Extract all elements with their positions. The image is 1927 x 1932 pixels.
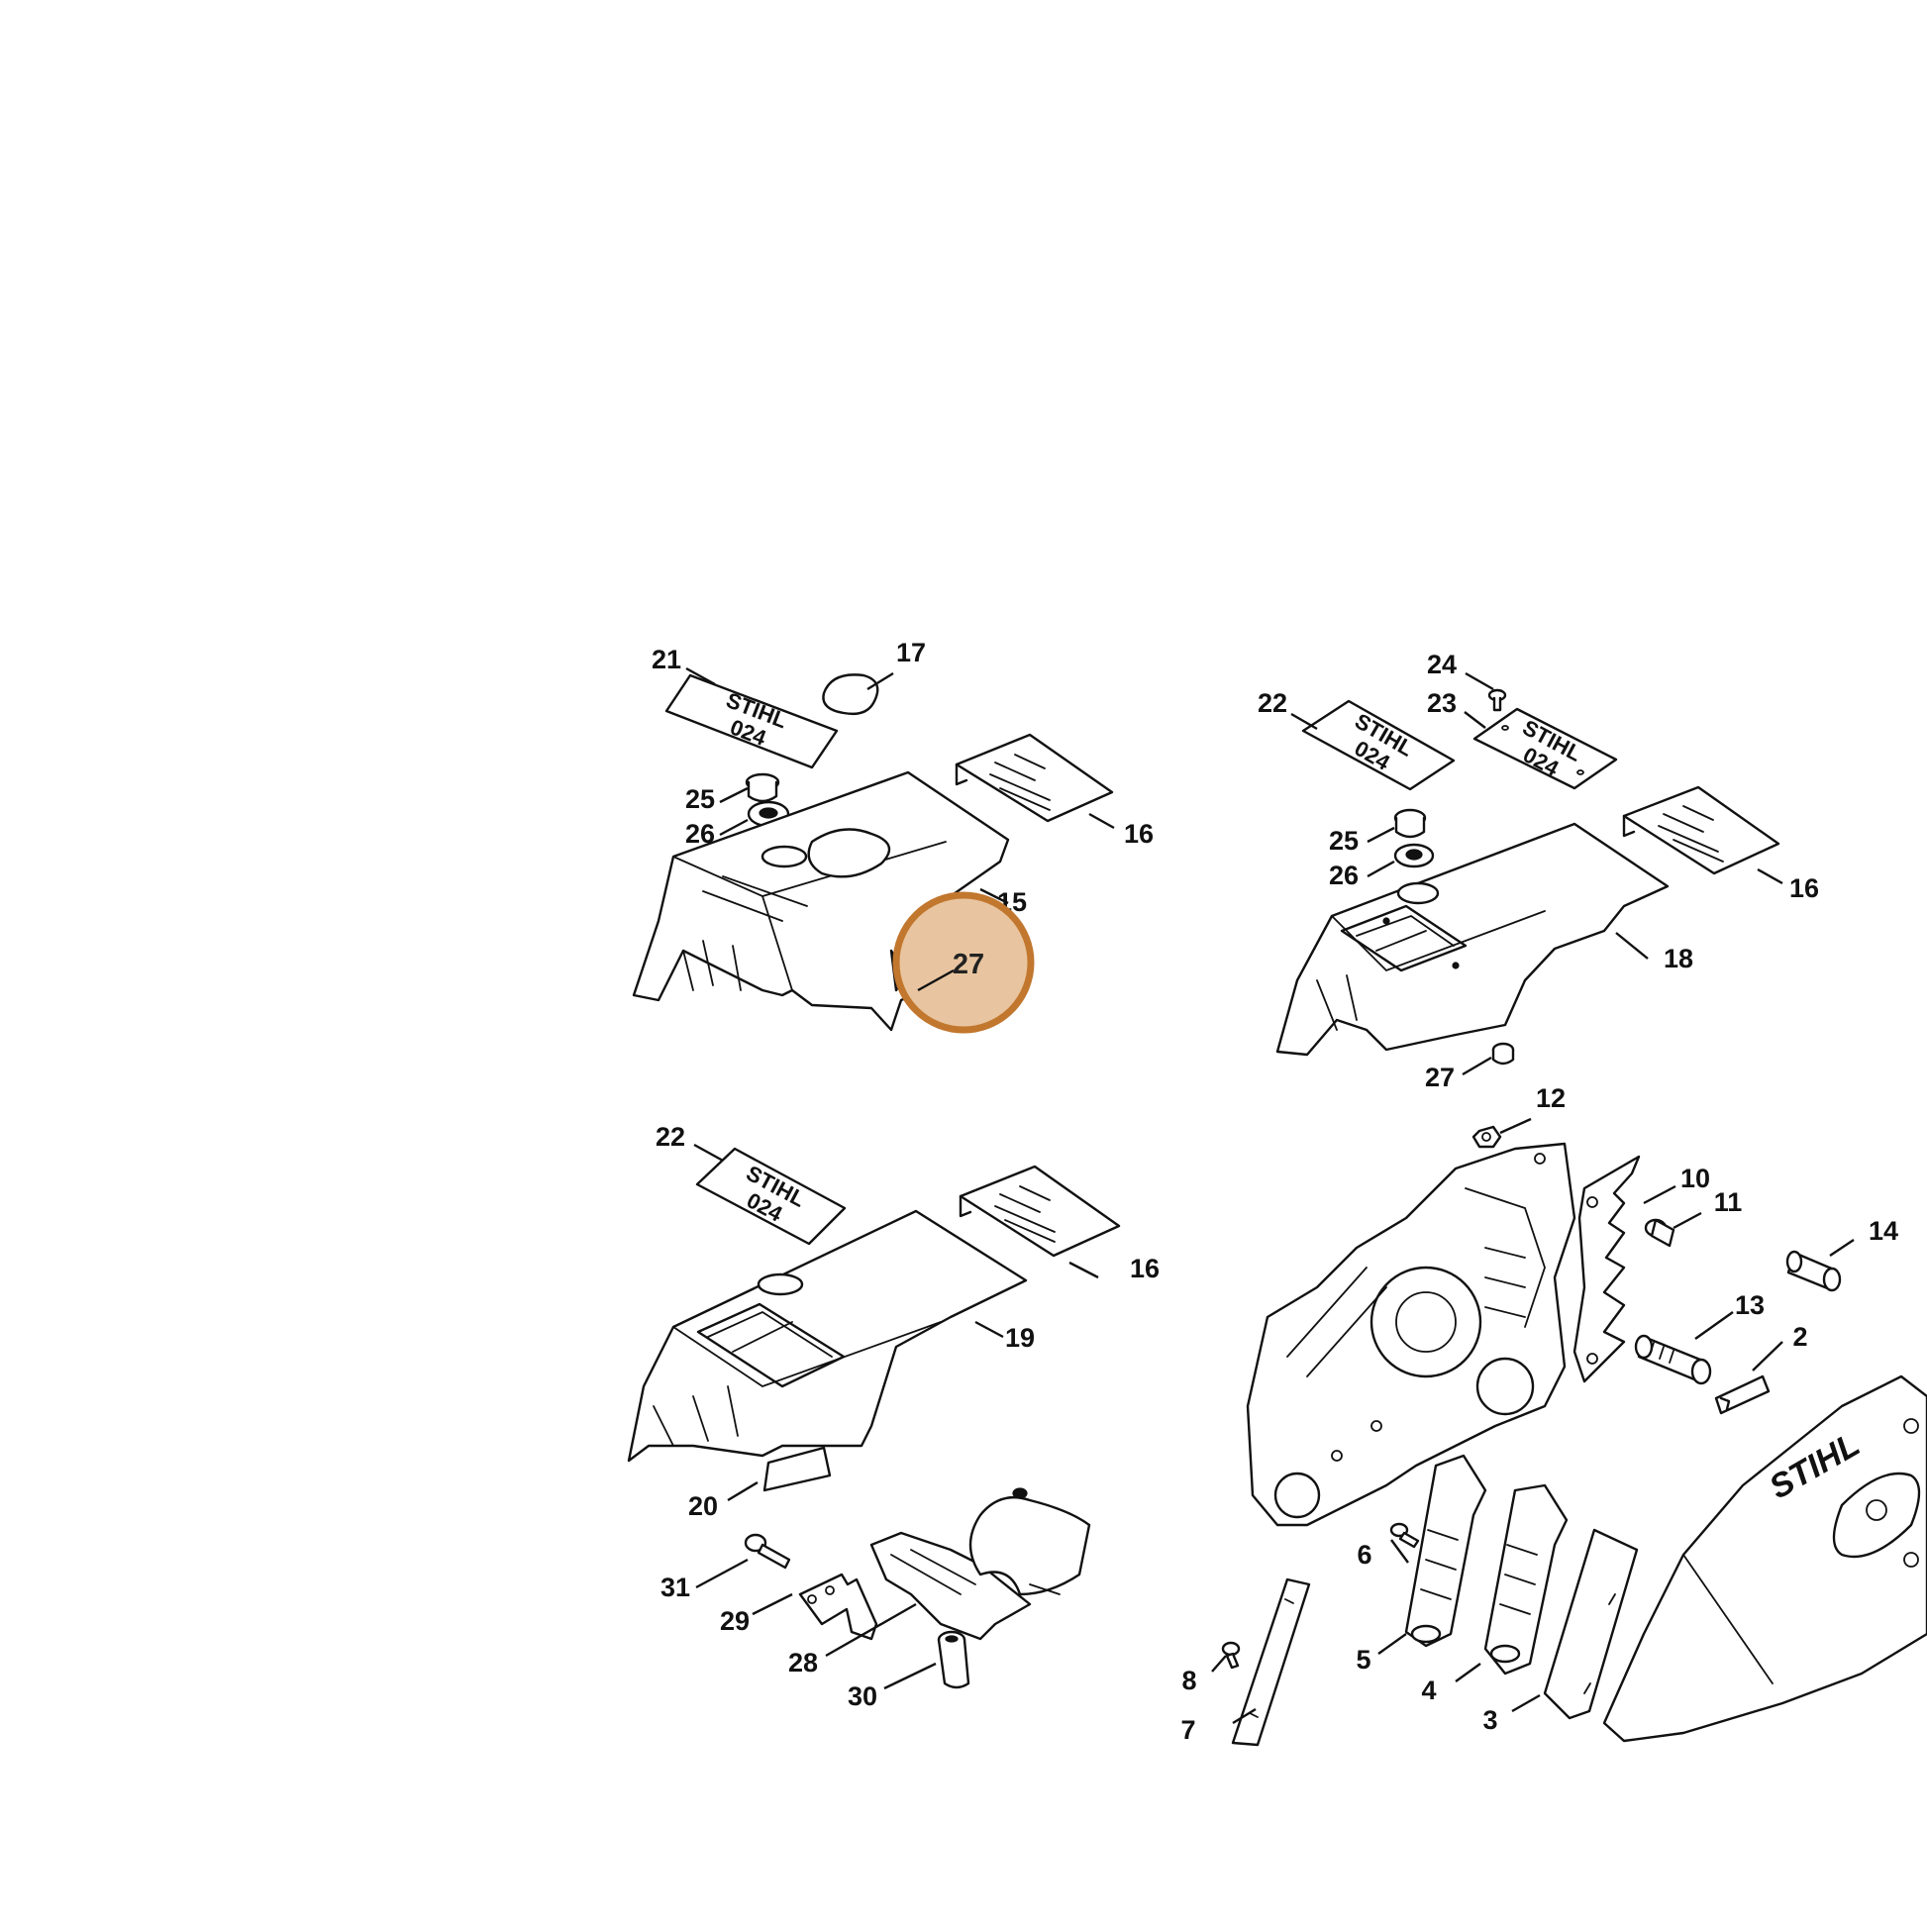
decal-22c: STIHL 024 [695,1147,847,1246]
callout-14: 14 [1869,1216,1898,1246]
knob-25 [745,772,780,803]
filter-plate-16c [959,1165,1121,1258]
callout-23: 23 [1427,688,1457,718]
shroud-group-a: STIHL 024 [632,673,1114,1032]
callout-17: 17 [896,638,926,667]
knob-25b [1393,808,1427,839]
filter-plate-16a [955,733,1114,823]
tensioner-2 [1714,1374,1771,1415]
decal-22b: STIHL 024 [1301,699,1456,791]
highlight-circle[interactable] [892,891,1035,1034]
chain-catcher-10 [1572,1155,1641,1383]
stud-13 [1634,1334,1712,1385]
cover-plate-4 [1483,1483,1569,1676]
highlight-label: 27 [953,949,984,980]
shroud-group-c: STIHL 024 [627,1147,1121,1689]
callout-26: 26 [685,819,715,849]
leader-lines [685,666,1855,1725]
callout-16a: 16 [1124,819,1154,849]
callout-25b: 25 [1329,826,1359,856]
callout-31: 31 [660,1573,690,1602]
callout-labels: 21 17 25 26 16 15 24 23 22 25 26 16 18 2… [652,638,1898,1745]
crankcase [1246,1142,1576,1527]
filter-plate-16b [1622,785,1780,875]
grommet-27 [1491,1042,1515,1066]
callout-21: 21 [652,645,681,674]
stud-14 [1785,1250,1842,1292]
decal-21: STIHL 024 [664,673,839,769]
guide-7 [1231,1577,1311,1747]
callout-18: 18 [1664,944,1693,973]
callout-20: 20 [688,1491,718,1521]
callout-24: 24 [1427,650,1457,679]
callout-26b: 26 [1329,861,1359,890]
crankcase-group: STIHL [1221,1125,1927,1747]
callout-16b: 16 [1789,873,1819,903]
cover-plate-5 [1404,1454,1487,1648]
callout-6: 6 [1357,1540,1371,1570]
spike-28 [869,1487,1091,1641]
callout-25: 25 [685,784,715,814]
highlight-leader [917,968,955,992]
cap-17 [822,673,879,716]
shroud-body-c [627,1209,1028,1463]
bracket-29 [798,1573,878,1641]
callout-19: 19 [1005,1323,1035,1353]
screw-31 [744,1533,791,1570]
sprocket-cover: STIHL [1602,1374,1927,1743]
callout-16c: 16 [1130,1254,1160,1283]
callout-11: 11 [1714,1187,1743,1217]
screw-24 [1487,688,1507,712]
screw-8 [1221,1641,1241,1670]
callout-22b: 22 [1258,688,1287,718]
callout-2: 2 [1792,1322,1807,1352]
plate-20 [762,1446,832,1492]
highlight-marker[interactable]: 27 [892,891,1035,1034]
callout-8: 8 [1181,1666,1196,1695]
callout-27b: 27 [1425,1063,1455,1092]
shroud-group-b: STIHL 024 STIHL 024 [1275,688,1780,1066]
callout-22c: 22 [656,1122,685,1152]
nut-12 [1471,1125,1502,1149]
screw-6 [1389,1522,1420,1549]
sleeve-30 [937,1630,970,1689]
callout-7: 7 [1180,1715,1195,1745]
callout-5: 5 [1356,1645,1370,1675]
callout-29: 29 [720,1606,750,1636]
callout-30: 30 [848,1681,877,1711]
decal-23: STIHL 024 [1472,707,1618,790]
callout-12: 12 [1536,1083,1566,1113]
screw-11 [1644,1218,1675,1248]
shroud-body-b [1275,822,1670,1057]
callout-10: 10 [1680,1164,1710,1193]
bar-plate-3 [1543,1528,1639,1720]
callout-13: 13 [1735,1290,1765,1320]
washer-26b [1393,843,1435,868]
callout-28: 28 [788,1648,818,1678]
callout-4: 4 [1421,1676,1436,1705]
callout-3: 3 [1482,1705,1497,1735]
